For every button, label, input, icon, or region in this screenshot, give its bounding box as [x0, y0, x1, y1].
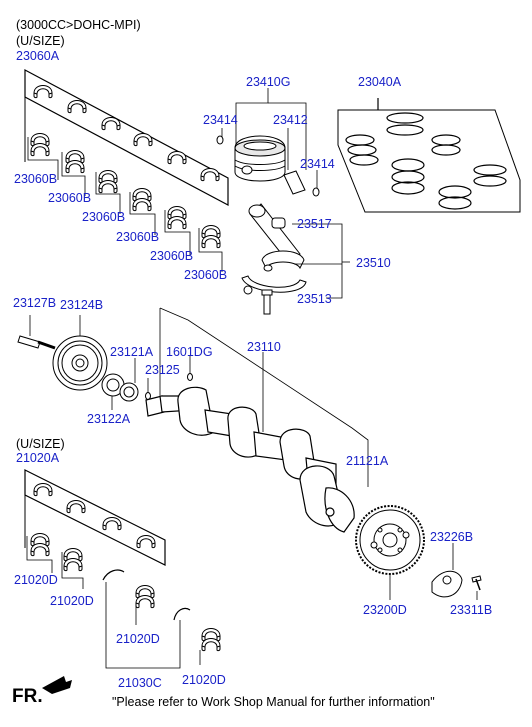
part-21020A[interactable]: 21020A — [16, 451, 60, 465]
crankshaft-leader-lines — [159, 307, 369, 487]
bearing-leader-lines — [27, 137, 223, 272]
part-23510[interactable]: 23510 — [356, 256, 391, 270]
part-23517[interactable]: 23517 — [297, 217, 332, 231]
part-23127B[interactable]: 23127B — [13, 296, 57, 310]
part-21020D-2[interactable]: 21020D — [50, 594, 94, 608]
main-bearing-lower-set — [24, 469, 166, 566]
part-23060B-1[interactable]: 23060B — [14, 172, 58, 186]
part-23060B-3[interactable]: 23060B — [82, 210, 126, 224]
part-21020D-1[interactable]: 21020D — [14, 573, 58, 587]
workshop-manual-note: "Please refer to Work Shop Manual for fu… — [112, 695, 435, 709]
part-23414-a[interactable]: 23414 — [203, 113, 238, 127]
thrust-washers — [102, 569, 191, 621]
piston-ring-set — [337, 98, 521, 213]
flywheel-assembly — [355, 505, 482, 598]
part-23226B[interactable]: 23226B — [430, 530, 474, 544]
part-23060B-2[interactable]: 23060B — [48, 191, 92, 205]
conrod-leader-lines — [292, 223, 350, 299]
connecting-rod-assembly — [241, 203, 307, 315]
part-23125[interactable]: 23125 — [145, 363, 180, 377]
part-23122A[interactable]: 23122A — [87, 412, 131, 426]
main-bearing-upper-set — [24, 69, 229, 206]
front-arrow-icon — [42, 676, 72, 694]
part-23412[interactable]: 23412 — [273, 113, 308, 127]
part-21121A[interactable]: 21121A — [346, 454, 389, 468]
engine-spec-label: (3000CC>DOHC-MPI) — [16, 18, 141, 32]
part-23060B-5[interactable]: 23060B — [150, 249, 194, 263]
part-21020D-3[interactable]: 21020D — [116, 632, 160, 646]
part-23124B[interactable]: 23124B — [60, 298, 104, 312]
lower-bearing-shells — [31, 483, 220, 651]
part-21020D-4[interactable]: 21020D — [182, 673, 226, 687]
flywheel-leader-lines — [389, 543, 478, 600]
piston-leader-lines — [221, 88, 318, 188]
part-23060B-6[interactable]: 23060B — [184, 268, 228, 282]
pulley-leader-lines — [29, 315, 191, 410]
damper-pulley-assembly — [17, 335, 193, 402]
part-23200D[interactable]: 23200D — [363, 603, 407, 617]
part-23414-b[interactable]: 23414 — [300, 157, 335, 171]
part-1601DG[interactable]: 1601DG — [166, 345, 213, 359]
part-23311B[interactable]: 23311B — [450, 603, 493, 617]
part-21030C[interactable]: 21030C — [118, 676, 162, 690]
usize-bottom-label: (U/SIZE) — [16, 437, 65, 451]
part-23513[interactable]: 23513 — [297, 292, 332, 306]
lower-bearing-leader-lines — [26, 536, 201, 669]
part-23410G[interactable]: 23410G — [246, 75, 291, 89]
usize-top-label: (U/SIZE) — [16, 34, 65, 48]
part-23060B-4[interactable]: 23060B — [116, 230, 160, 244]
part-23040A[interactable]: 23040A — [358, 75, 402, 89]
crankshaft — [145, 386, 355, 533]
piston-assembly — [216, 135, 320, 197]
part-23121A[interactable]: 23121A — [110, 345, 154, 359]
part-23060A[interactable]: 23060A — [16, 49, 60, 63]
front-direction-label: FR. — [12, 686, 43, 707]
part-23110[interactable]: 23110 — [247, 340, 281, 354]
